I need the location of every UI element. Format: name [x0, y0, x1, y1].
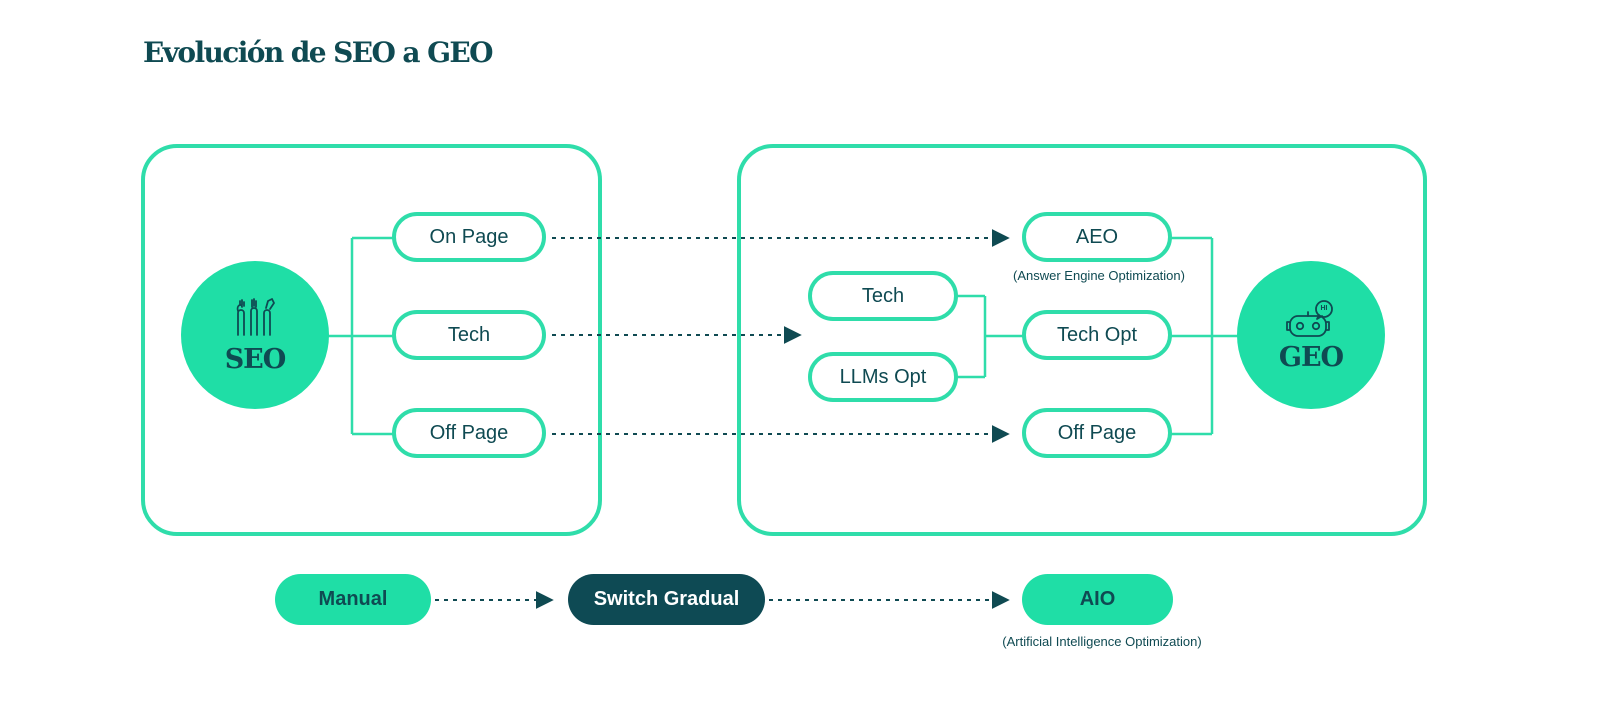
seo-to-geo-arrows	[552, 229, 1010, 443]
geo-branch-tech-opt-label: Tech Opt	[1056, 323, 1138, 346]
geo-group-box	[737, 144, 1427, 536]
seo-branch-off-page-label: Off Page	[429, 421, 509, 444]
geo-bracket	[1170, 236, 1240, 436]
timeline-aio: AIO	[1022, 574, 1173, 625]
seo-group-box	[141, 144, 602, 536]
geo-input-tech: Tech	[808, 271, 958, 321]
timeline-aio-label: AIO	[1079, 588, 1116, 610]
seo-hub-label: SEO	[224, 344, 287, 375]
aio-caption: (Artificial Intelligence Optimization)	[1002, 634, 1202, 649]
seo-bracket	[326, 236, 393, 436]
geo-branch-aeo: AEO	[1022, 212, 1172, 262]
timeline-switch-gradual-label: Switch Gradual	[593, 588, 740, 610]
geo-branch-aeo-label: AEO	[1075, 225, 1119, 248]
seo-branch-tech: Tech	[392, 310, 546, 360]
geo-branch-off-page: Off Page	[1022, 408, 1172, 458]
robot-chat-icon: HI	[1286, 299, 1336, 340]
geo-hub-label: GEO	[1278, 341, 1344, 373]
geo-branch-tech-opt: Tech Opt	[1022, 310, 1172, 360]
geo-hub: HI GEO	[1237, 261, 1385, 409]
robot-bubble-text: HI	[1320, 304, 1328, 312]
seo-branch-off-page: Off Page	[392, 408, 546, 458]
geo-input-llms-opt: LLMs Opt	[808, 352, 958, 402]
seo-hub: SEO	[181, 261, 329, 409]
geo-merge-bracket	[955, 294, 1024, 379]
geo-branch-off-page-label: Off Page	[1057, 421, 1137, 444]
geo-input-llms-opt-label: LLMs Opt	[839, 365, 927, 388]
geo-input-tech-label: Tech	[861, 284, 905, 307]
raised-hands-icon	[232, 297, 278, 342]
seo-branch-on-page: On Page	[392, 212, 546, 262]
timeline-manual: Manual	[275, 574, 431, 625]
seo-branch-tech-label: Tech	[447, 323, 491, 346]
seo-branch-on-page-label: On Page	[429, 225, 509, 248]
aeo-caption: (Answer Engine Optimization)	[1013, 268, 1185, 283]
page-title: Evolución de SEO a GEO	[143, 36, 494, 69]
timeline-switch-gradual: Switch Gradual	[568, 574, 765, 625]
timeline-manual-label: Manual	[318, 588, 388, 610]
